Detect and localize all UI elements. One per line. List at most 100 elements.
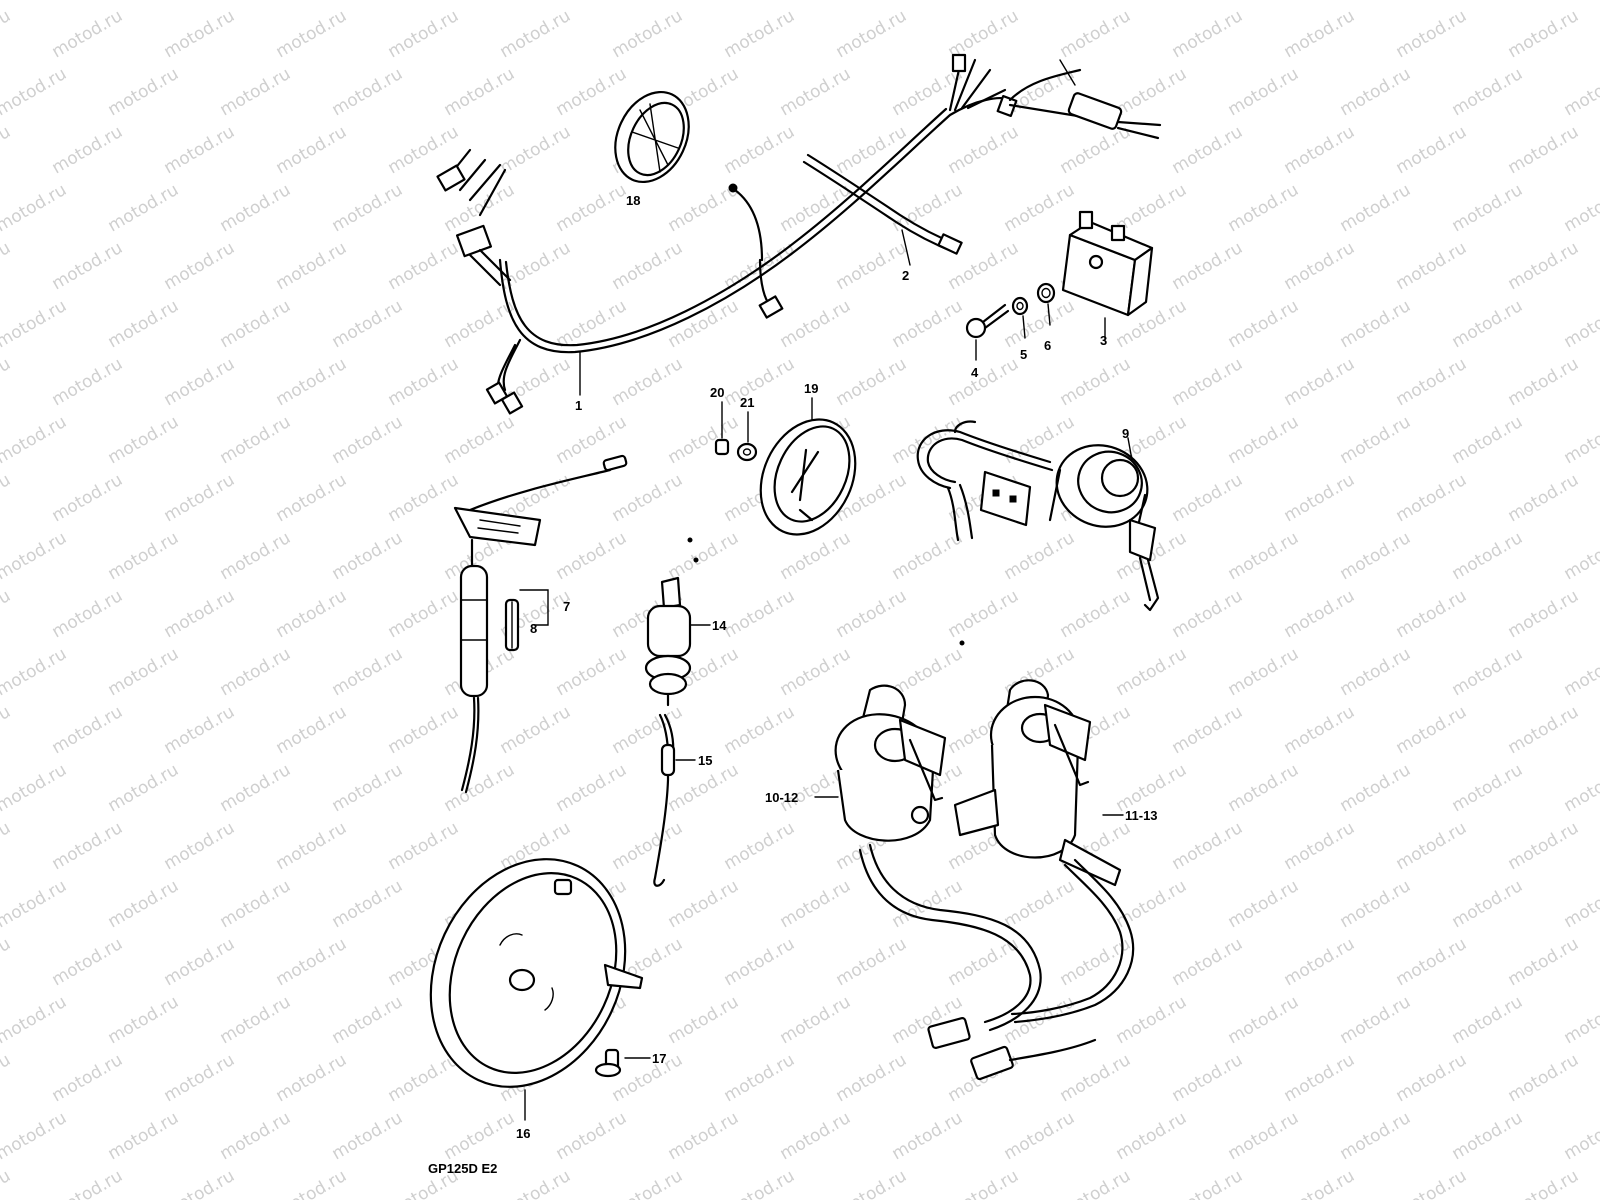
watermark-text: motod.ru [1561,64,1600,120]
watermark-text: motod.ru [329,296,407,352]
watermark-text: motod.ru [0,180,70,236]
watermark-text: motod.ru [441,64,519,120]
watermark-text: motod.ru [777,296,855,352]
watermark-text: motod.ru [329,992,407,1048]
watermark-text: motod.ru [0,760,70,816]
watermark-text: motod.ru [1449,0,1527,4]
watermark-text: motod.ru [833,1166,911,1200]
label-part-7: 7 [563,599,570,614]
label-part-1: 1 [575,398,582,413]
watermark-text: motod.ru [49,122,127,178]
watermark-text: motod.ru [1393,818,1471,874]
watermark-text: motod.ru [441,0,519,4]
watermark-text: motod.ru [1169,238,1247,294]
watermark-text: motod.ru [609,818,687,874]
watermark-text: motod.ru [1449,1108,1527,1164]
watermark-text: motod.ru [0,876,70,932]
watermark-text: motod.ru [217,992,295,1048]
watermark-text: motod.ru [0,296,70,352]
watermark-text: motod.ru [833,586,911,642]
watermark-text: motod.ru [553,0,631,4]
watermark-text: motod.ru [105,412,183,468]
watermark-text: motod.ru [0,354,14,410]
watermark-text: motod.ru [1169,1166,1247,1200]
watermark-text: motod.ru [497,702,575,758]
watermark-text: motod.ru [1505,818,1583,874]
watermark-text: motod.ru [1169,818,1247,874]
watermark-text: motod.ru [1505,702,1583,758]
label-part-14: 14 [712,618,727,633]
part-15-spring: 15 [653,713,712,887]
watermark-text: motod.ru [553,644,631,700]
watermark-text: motod.ru [553,1108,631,1164]
watermark-text: motod.ru [0,470,14,526]
watermark-text: motod.ru [105,992,183,1048]
watermark-text: motod.ru [1225,412,1303,468]
watermark-text: motod.ru [0,122,14,178]
watermark-text: motod.ru [1449,760,1527,816]
watermark-text: motod.ru [833,934,911,990]
watermark-text: motod.ru [833,354,911,410]
watermark-text: motod.ru [329,412,407,468]
watermark-text: motod.ru [49,818,127,874]
watermark-text: motod.ru [1449,992,1527,1048]
part-19-cap: 19 [759,381,857,536]
watermark-text: motod.ru [777,180,855,236]
part-4-bolt: 4 [965,303,1010,380]
watermark-text: motod.ru [217,760,295,816]
watermark-text: motod.ru [1225,1108,1303,1164]
watermark-text: motod.ru [0,6,14,62]
label-part-17: 17 [652,1051,666,1066]
label-part-5: 5 [1020,347,1027,362]
watermark-text: motod.ru [497,238,575,294]
watermark-text: motod.ru [105,760,183,816]
watermark-text: motod.ru [889,528,967,584]
watermark-text: motod.ru [441,412,519,468]
watermark-text: motod.ru [49,934,127,990]
watermark-text: motod.ru [385,470,463,526]
watermark-text: motod.ru [609,470,687,526]
watermark-text: motod.ru [1113,0,1191,4]
watermark-text: motod.ru [0,702,14,758]
label-part-19: 19 [804,381,818,396]
part-16-horn: 16 [429,858,644,1141]
watermark-text: motod.ru [217,180,295,236]
watermark-text: motod.ru [1505,1166,1583,1200]
watermark-text: motod.ru [329,1108,407,1164]
watermark-text: motod.ru [0,934,14,990]
watermark-text: motod.ru [1337,876,1415,932]
watermark-text: motod.ru [105,180,183,236]
watermark-text: motod.ru [161,702,239,758]
watermark-text: motod.ru [1001,180,1079,236]
watermark-text: motod.ru [105,296,183,352]
watermark-text: motod.ru [1449,644,1527,700]
watermark-text: motod.ru [1505,6,1583,62]
watermark-text: motod.ru [1113,992,1191,1048]
watermark-text: motod.ru [777,0,855,4]
watermark-text: motod.ru [1505,586,1583,642]
part-18-lamp: 18 [614,90,690,208]
watermark-text: motod.ru [889,1108,967,1164]
watermark-text: motod.ru [1225,644,1303,700]
watermark-text: motod.ru [1505,1050,1583,1106]
watermark-text: motod.ru [273,1166,351,1200]
part-10-12-lock: 10-12 [765,684,1042,1049]
watermark-text: motod.ru [105,644,183,700]
watermark-text: motod.ru [161,354,239,410]
watermark-text: motod.ru [1505,470,1583,526]
watermark-text: motod.ru [1561,528,1600,584]
watermark-text: motod.ru [1561,1108,1600,1164]
watermark-text: motod.ru [553,528,631,584]
watermark-text: motod.ru [1281,1050,1359,1106]
watermark-text: motod.ru [273,238,351,294]
watermark-text: motod.ru [945,122,1023,178]
watermark-text: motod.ru [1561,644,1600,700]
watermark-text: motod.ru [1393,122,1471,178]
watermark-text: motod.ru [49,6,127,62]
watermark-text: motod.ru [665,1108,743,1164]
part-1-wiring-harness: 1 [436,53,1162,415]
watermark-text: motod.ru [665,760,743,816]
watermark-text: motod.ru [441,760,519,816]
watermark-text: motod.ru [1001,528,1079,584]
watermark-text: motod.ru [0,818,14,874]
